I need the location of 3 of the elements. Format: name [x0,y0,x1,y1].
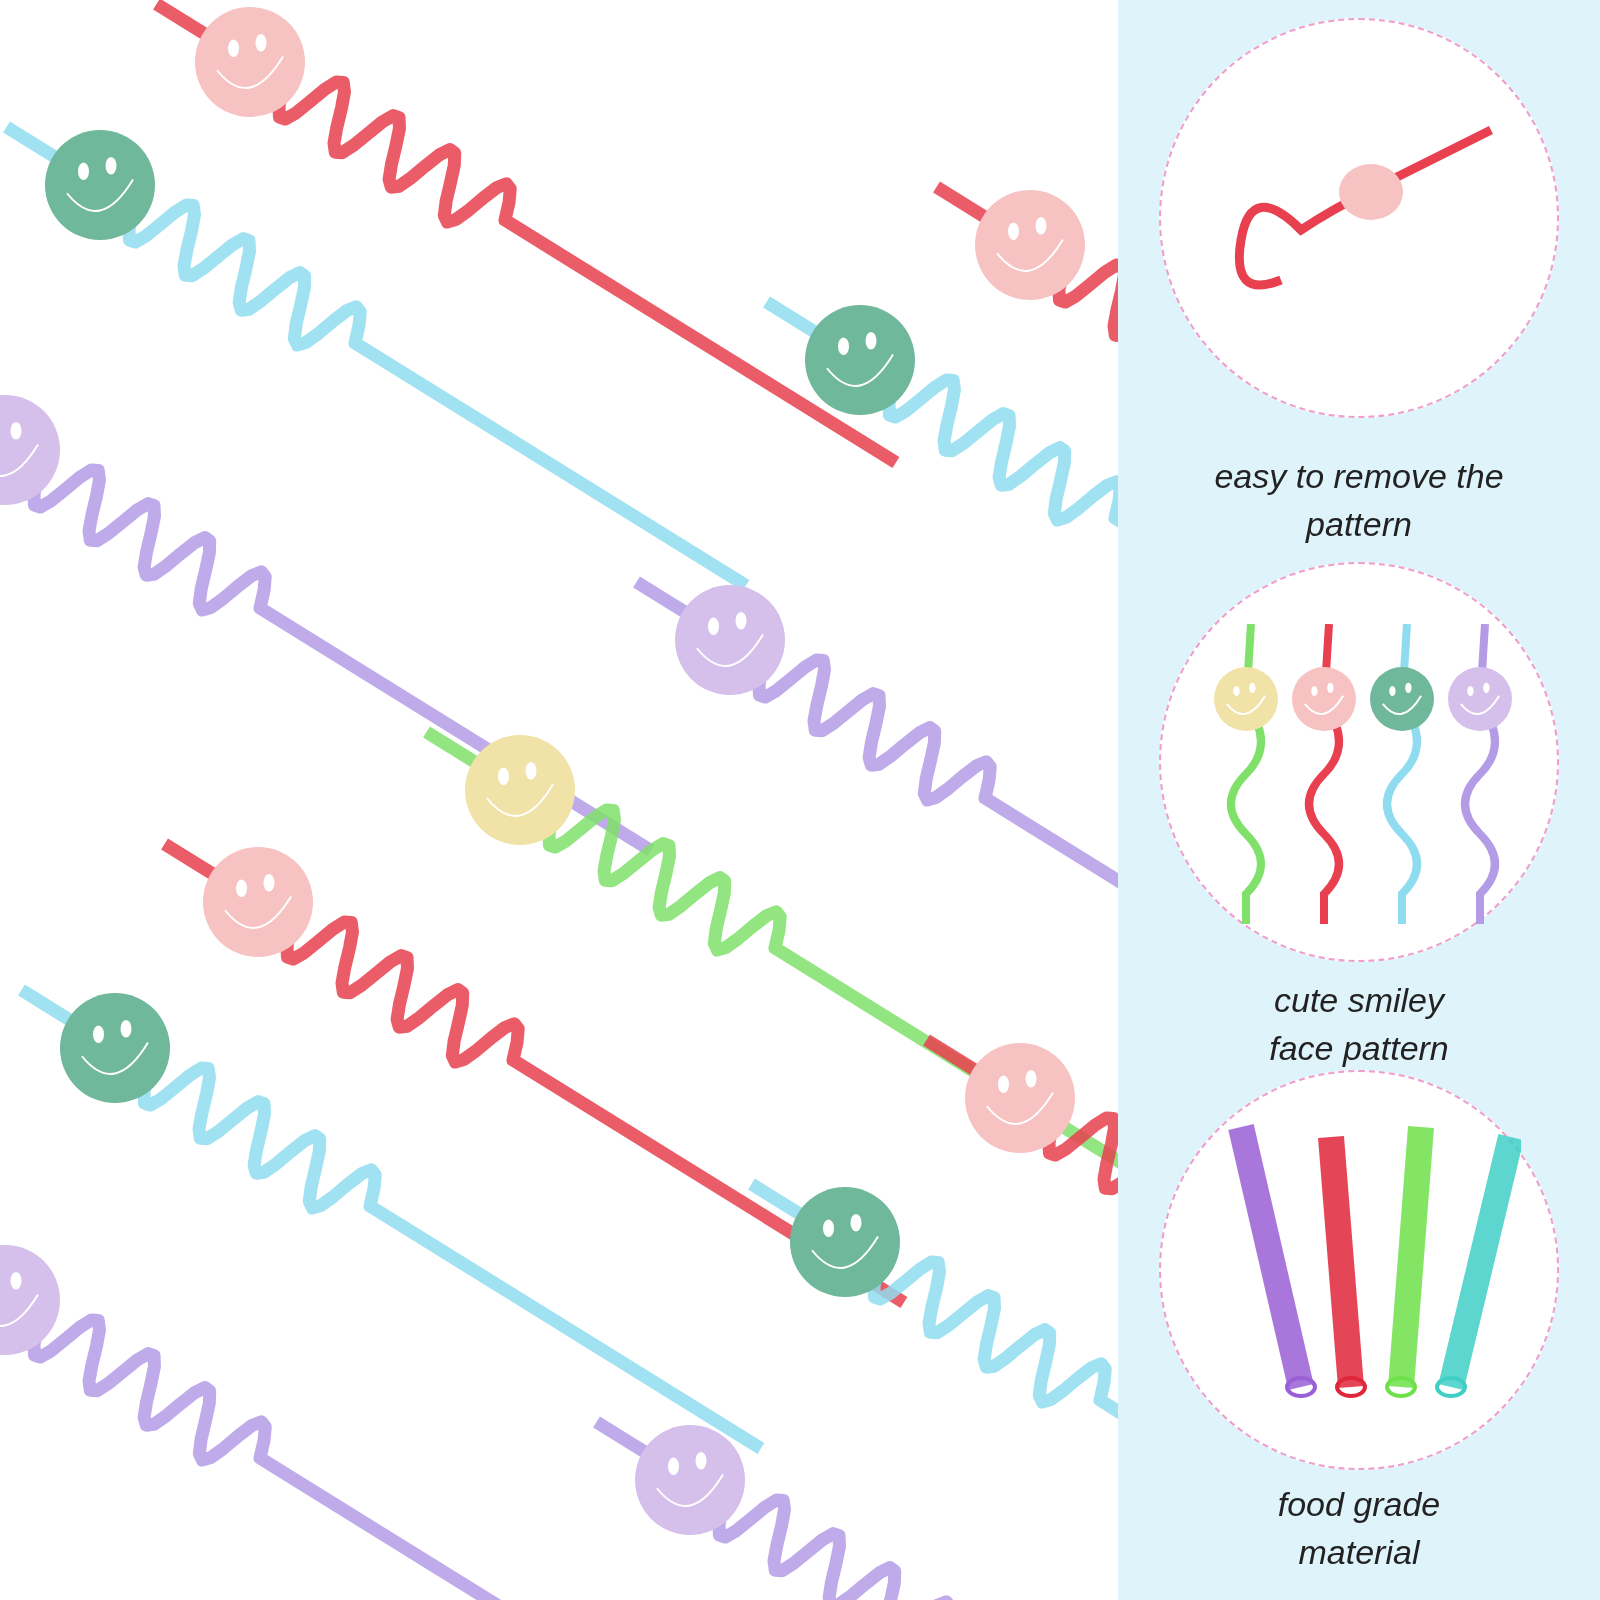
feature-caption: easy to remove the pattern [1214,456,1504,545]
feature-caption: food grade material [1276,1484,1442,1573]
feature-caption: cute smiley face pattern [1268,980,1450,1069]
